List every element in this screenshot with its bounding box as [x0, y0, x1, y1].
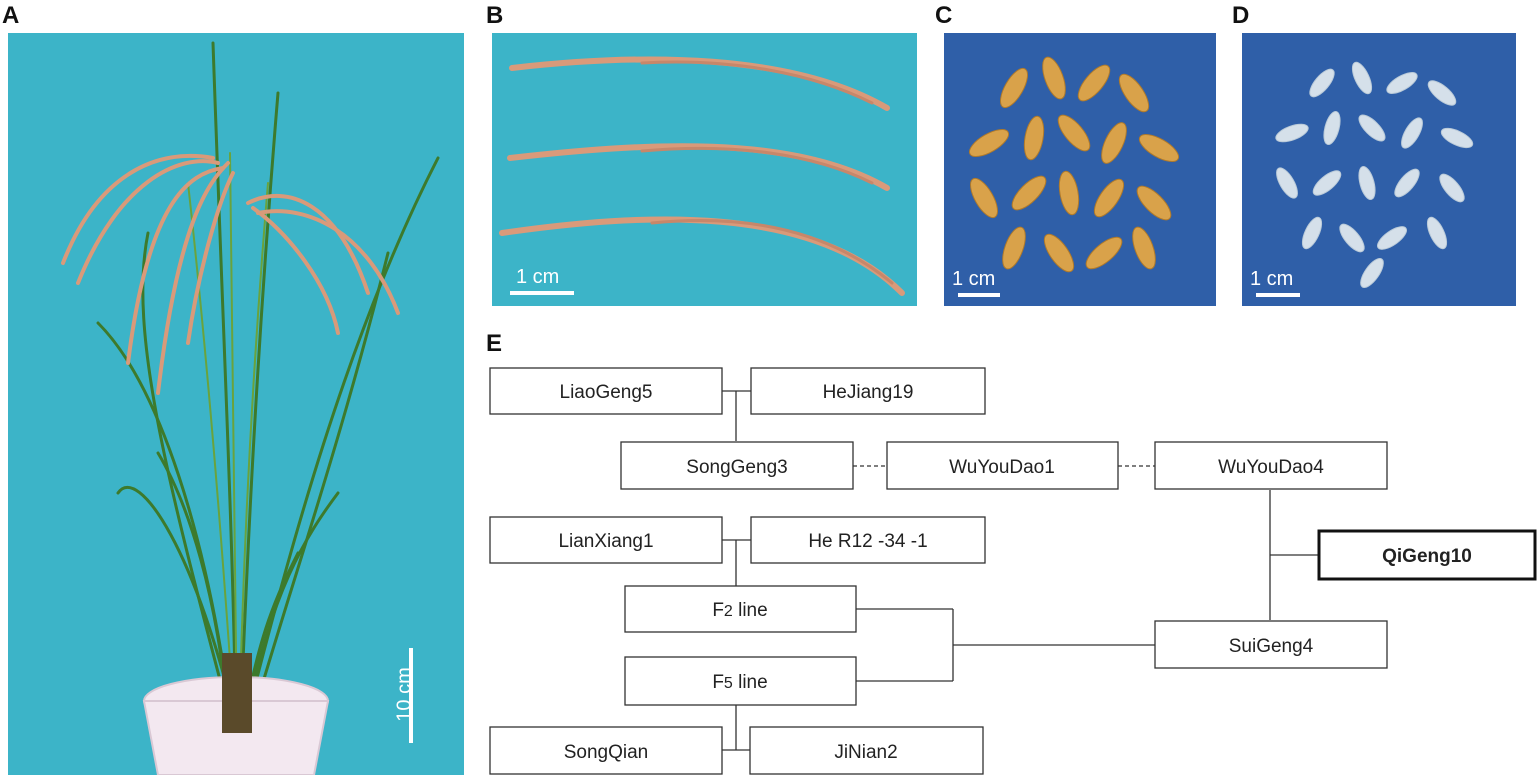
panel-d-scale-bar	[1256, 293, 1300, 297]
node-hejiang19-label: HeJiang19	[823, 382, 914, 403]
node-f2-line-label: F2 line	[712, 600, 767, 621]
panel-c-scale-label: 1 cm	[952, 268, 996, 290]
panel-b-label: B	[486, 2, 504, 29]
node-he-r12-34-1-label: He R12 -34 -1	[808, 531, 927, 552]
node-jinian2-label: JiNian2	[834, 742, 897, 763]
panel-b-scale-bar	[510, 291, 574, 295]
node-f5-line: F5 line	[624, 656, 857, 706]
node-liaogeng5-label: LiaoGeng5	[560, 382, 653, 403]
node-lianxiang1-label: LianXiang1	[558, 531, 653, 552]
panel-c-label: C	[935, 2, 953, 29]
paddy-grains-photo: 1 cm	[944, 33, 1216, 306]
node-wuyoudao4-label: WuYouDao4	[1218, 457, 1324, 478]
node-qigeng10-label: QiGeng10	[1382, 546, 1472, 567]
polished-rice-photo: 1 cm	[1242, 33, 1516, 306]
node-wuyoudao1: WuYouDao1	[886, 441, 1119, 490]
node-songgeng3-label: SongGeng3	[686, 457, 787, 478]
node-songqian-label: SongQian	[564, 742, 649, 763]
node-hejiang19: HeJiang19	[750, 367, 986, 415]
node-jinian2: JiNian2	[749, 726, 984, 775]
panel-b-scale-label: 1 cm	[516, 266, 560, 288]
node-he-r12-34-1: He R12 -34 -1	[750, 516, 986, 564]
panicles-photo: 1 cm	[492, 33, 917, 306]
node-wuyoudao1-label: WuYouDao1	[949, 457, 1055, 478]
panel-a-label: A	[2, 2, 20, 29]
polished-rice-illustration	[1275, 61, 1474, 288]
rice-plant-illustration	[61, 41, 440, 775]
paddy-grains-illustration	[968, 56, 1180, 273]
node-wuyoudao4: WuYouDao4	[1154, 441, 1388, 490]
node-liaogeng5: LiaoGeng5	[489, 367, 723, 415]
node-lianxiang1: LianXiang1	[489, 516, 723, 564]
panicles-illustration	[499, 56, 905, 296]
node-f2-line: F2 line	[624, 585, 857, 633]
node-suigeng4-label: SuiGeng4	[1229, 636, 1314, 657]
node-qigeng10: QiGeng10	[1317, 529, 1537, 581]
panel-e-label: E	[486, 330, 503, 357]
node-f5-line-label: F5 line	[712, 672, 767, 693]
rice-plant-photo: 10 cm	[8, 33, 464, 775]
panel-c-scale-bar	[958, 293, 1000, 297]
node-songqian: SongQian	[489, 726, 723, 775]
panel-d-scale-label: 1 cm	[1250, 268, 1294, 290]
panel-a-scale-bar	[409, 648, 413, 743]
panel-d-label: D	[1232, 2, 1250, 29]
node-suigeng4: SuiGeng4	[1154, 620, 1388, 669]
node-songgeng3: SongGeng3	[620, 441, 854, 490]
